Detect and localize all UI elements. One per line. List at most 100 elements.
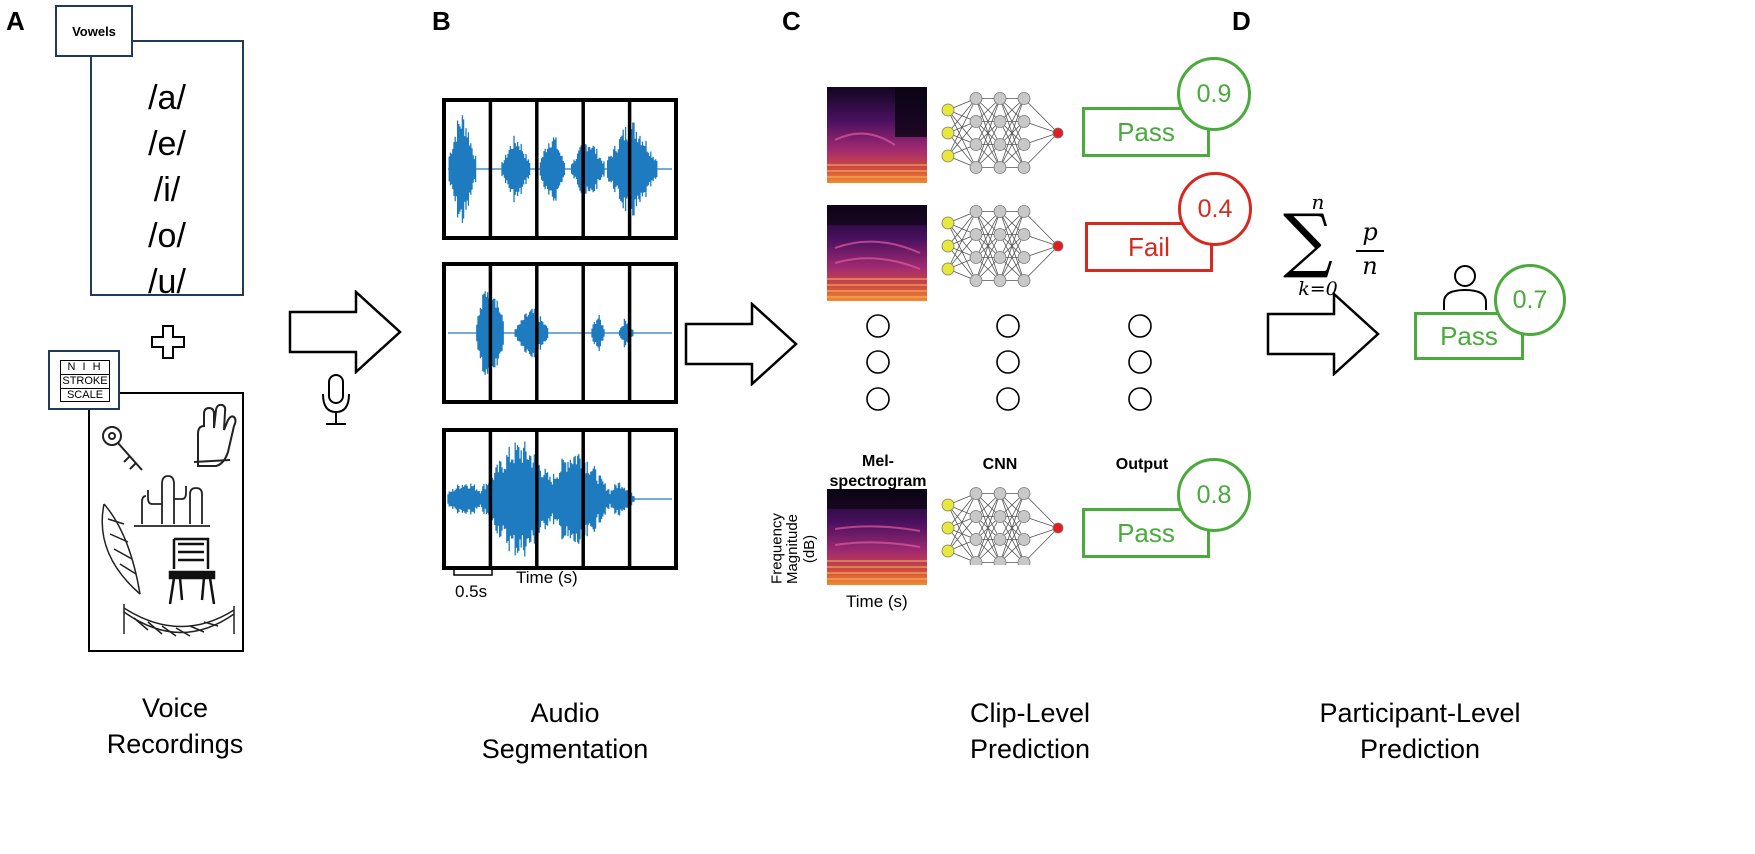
nih-picture-box [88, 392, 244, 652]
nn-connection [947, 516, 977, 552]
nn-hidden-node [969, 138, 983, 151]
nn-connection [947, 493, 977, 529]
nn-connection [947, 211, 977, 270]
cnn-networks [941, 92, 1064, 565]
nn-connection [975, 211, 1001, 258]
nn-input-node [941, 544, 955, 558]
nn-connection [999, 211, 1025, 281]
nn-hidden-node [969, 92, 983, 105]
sum-sign: ∑ [1283, 199, 1333, 281]
nn-hidden-node [993, 228, 1007, 241]
output-label-box: Pass [1082, 107, 1210, 157]
nn-hidden-node [969, 533, 983, 546]
fraction-numerator: p [1362, 218, 1378, 246]
nn-hidden-node [1017, 487, 1031, 500]
nn-hidden-node [969, 487, 983, 500]
nn-connection [1023, 493, 1059, 529]
frequency-axis-label: Frequency [768, 513, 786, 584]
nn-hidden-node [993, 533, 1007, 546]
magnitude-axis-label: Magnitude (dB) [784, 513, 818, 585]
fraction-bar [1356, 250, 1384, 252]
nn-input-node [941, 216, 955, 230]
nn-hidden-node [1017, 115, 1031, 128]
nn-connection [975, 211, 1001, 281]
plus-icon [151, 325, 185, 359]
nn-connection [999, 493, 1025, 563]
nn-connection [999, 516, 1025, 563]
output-score-circle: 0.4 [1178, 172, 1252, 246]
nih-logo-line: N I H [61, 361, 109, 375]
nn-hidden-node [1017, 205, 1031, 218]
nih-logo-line: SCALE [66, 389, 104, 401]
fraction-denominator: n [1362, 252, 1378, 280]
waveform-clip-2 [442, 262, 678, 404]
panel-letter-b: B [432, 6, 451, 36]
waveform-segments [442, 98, 678, 570]
nn-hidden-node [1017, 161, 1031, 174]
nn-hidden-node [969, 205, 983, 218]
nn-input-node [941, 262, 955, 276]
vowel-item: /u/ [148, 263, 186, 301]
vowel-item: /a/ [148, 79, 186, 117]
nn-connection [999, 98, 1025, 168]
microphone-icon [322, 374, 350, 425]
nn-hidden-node [993, 556, 1007, 565]
participant-score-circle: 0.7 [1494, 264, 1566, 336]
nn-hidden-node [969, 228, 983, 241]
output-label-box: Pass [1082, 508, 1210, 558]
nn-hidden-node [1017, 138, 1031, 151]
cnn-label: CNN [982, 456, 1018, 473]
nn-hidden-node [1017, 556, 1031, 565]
nn-connection [947, 493, 977, 552]
feather-icon [101, 503, 141, 595]
nn-connection [975, 121, 1001, 168]
nn-connection [999, 211, 1025, 258]
output-result-2: Fail 0.4 [1085, 170, 1265, 280]
output-result-3: Pass 0.8 [1082, 456, 1262, 566]
nn-connection [947, 121, 977, 157]
glove-icon [193, 403, 237, 467]
nn-hidden-node [1017, 92, 1031, 105]
chair-icon [168, 537, 216, 605]
aggregation-formula: n ∑ k=0 p n [1278, 190, 1388, 310]
spectrogram-1 [827, 87, 927, 183]
nn-hidden-node [969, 556, 983, 565]
nn-input-node [941, 239, 955, 253]
nn-hidden-node [969, 161, 983, 174]
nn-hidden-node [969, 251, 983, 264]
nn-hidden-node [993, 487, 1007, 500]
nn-hidden-node [1017, 510, 1031, 523]
key-icon [102, 426, 143, 471]
nn-hidden-node [993, 138, 1007, 151]
spectrogram-time-label: Time (s) [846, 592, 908, 611]
nn-hidden-node [1017, 228, 1031, 241]
time-scale-label: 0.5s [455, 582, 488, 601]
caption-participant-level-prediction: Participant-Level Prediction [1319, 698, 1521, 765]
vowel-item: /e/ [148, 125, 186, 163]
arrow-right-icon [684, 302, 798, 386]
cnn-network-1 [941, 92, 1064, 174]
waveform-clip-3 [442, 428, 678, 570]
nn-output-node [1052, 240, 1064, 252]
nn-connection [999, 98, 1025, 145]
caption-clip-level-prediction: Clip-Level Prediction [969, 698, 1091, 765]
nn-connection [947, 211, 977, 247]
nn-hidden-node [969, 274, 983, 287]
nn-input-node [941, 126, 955, 140]
nn-hidden-node [1017, 533, 1031, 546]
nn-connection [1023, 98, 1059, 134]
output-result-1: Pass 0.9 [1082, 55, 1262, 165]
nn-input-node [941, 103, 955, 117]
nn-hidden-node [993, 251, 1007, 264]
nih-stroke-scale-logo: N I H STROKE SCALE [48, 350, 120, 410]
nn-connection [975, 98, 1001, 145]
participant-result: Pass 0.7 [1412, 260, 1582, 370]
sum-lower-limit: k=0 [1298, 278, 1338, 300]
nn-connection [947, 98, 977, 157]
output-column-label: Output [1115, 456, 1169, 473]
segment-frame [442, 262, 678, 404]
nn-hidden-node [993, 510, 1007, 523]
vowels-tab: Vowels [55, 5, 133, 57]
nn-hidden-node [993, 161, 1007, 174]
nih-logo-line: STROKE [61, 375, 109, 389]
